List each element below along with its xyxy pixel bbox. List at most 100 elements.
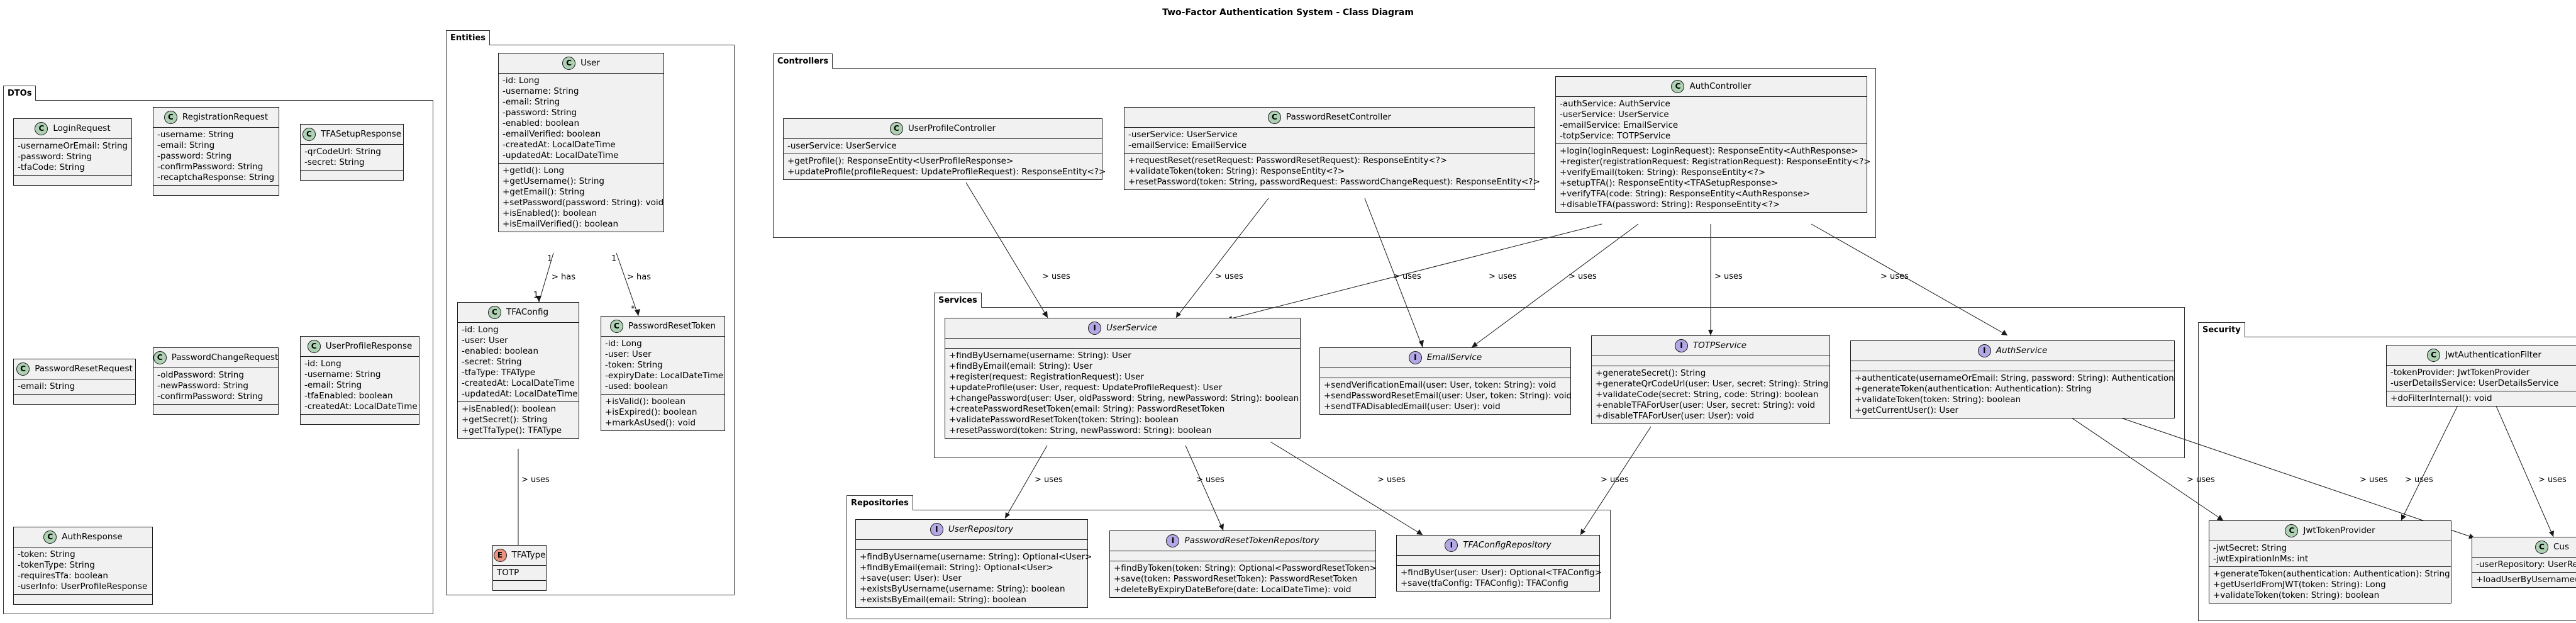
class-name: TFASetupResponse	[320, 129, 402, 139]
dependency-label: > uses	[1196, 475, 1224, 485]
package-label: DTOs	[3, 86, 36, 101]
dependency-label: > uses	[2538, 475, 2567, 485]
class-password-change-request: C PasswordChangeRequest -oldPassword: Str…	[153, 347, 279, 415]
dependency-label: > uses	[1377, 475, 1406, 485]
class-methods: +isEnabled(): boolean+getSecret(): Strin…	[458, 401, 579, 438]
class-header: C PasswordChangeRequest	[153, 348, 278, 368]
class-methods	[301, 170, 403, 180]
dependency-label: > uses	[1215, 272, 1243, 281]
multiplicity-label: 1	[547, 254, 553, 264]
class-name: PasswordResetToken	[628, 321, 716, 331]
class-stereotype-icon: I	[1408, 351, 1422, 364]
class-auth-controller: C AuthController -authService: AuthServic…	[1555, 76, 1871, 213]
class-fields: -jwtSecret: String-jwtExpirationInMs: in…	[2209, 541, 2451, 566]
package-label: Entities	[446, 30, 491, 45]
class-fields	[856, 539, 1087, 549]
class-name: Cus	[2553, 542, 2570, 552]
class-fields: -oldPassword: String-newPassword: String…	[153, 368, 278, 404]
class-stereotype-icon: E	[493, 549, 507, 562]
multiplicity-label: *	[631, 305, 635, 314]
class-stereotype-icon: C	[35, 122, 48, 135]
class-name: UserProfileResponse	[325, 341, 413, 351]
class-fields	[1320, 368, 1570, 378]
class-methods: +doFilterInternal(): void	[2387, 391, 2576, 406]
class-methods	[301, 414, 419, 424]
class-stereotype-icon: C	[1267, 111, 1281, 124]
class-name: RegistrationRequest	[182, 112, 269, 122]
class-name: EmailService	[1426, 352, 1482, 362]
class-methods	[14, 394, 135, 404]
class-header: C TFASetupResponse	[301, 125, 403, 144]
package-services: Services	[934, 293, 2185, 458]
class-stereotype-icon: C	[302, 128, 316, 141]
class-methods: +sendVerificationEmail(user: User, token…	[1320, 378, 1572, 414]
package-label: Repositories	[847, 495, 913, 510]
class-fields: -userService: UserService-emailService: …	[1124, 127, 1535, 153]
class-methods: +findByUsername(username: String): Optio…	[856, 549, 1092, 607]
dependency-label: > uses	[1035, 475, 1063, 485]
class-name: PasswordResetTokenRepository	[1184, 536, 1319, 546]
class-fields	[1592, 356, 1829, 366]
dependency-label: > uses	[1714, 272, 1743, 281]
class-stereotype-icon: C	[487, 306, 501, 319]
dependency-label: > uses	[2405, 475, 2433, 485]
class-fields: -tokenProvider: JwtTokenProvider-userDet…	[2387, 365, 2576, 391]
class-name: AuthController	[1689, 81, 1752, 91]
class-stereotype-icon: C	[1671, 80, 1685, 93]
class-name: AuthResponse	[62, 532, 123, 542]
class-methods: +requestReset(resetRequest: PasswordRese…	[1124, 153, 1540, 189]
class-stereotype-icon: I	[1977, 344, 1991, 357]
class-stereotype-icon: I	[1088, 322, 1102, 335]
class-methods	[14, 594, 152, 604]
package-dtos: DTOs	[3, 86, 433, 614]
class-name: UserRepository	[948, 524, 1014, 534]
package-label: Controllers	[773, 53, 833, 69]
class-methods	[14, 175, 131, 185]
class-fields: -authService: AuthService-userService: U…	[1556, 96, 1867, 143]
class-fields: -id: Long-user: User-token: String-expir…	[601, 336, 724, 394]
association-label: > has	[627, 272, 652, 282]
class-name: LoginRequest	[53, 123, 111, 133]
package-security: Security	[2198, 322, 2576, 621]
class-name: TOTPService	[1692, 340, 1747, 351]
class-fields: -userService: UserService	[784, 138, 1102, 154]
class-methods: +isValid(): boolean+isExpired(): boolean…	[601, 394, 724, 430]
class-stereotype-icon: C	[307, 340, 321, 353]
dependency-label: > uses	[1489, 272, 1517, 281]
class-stereotype-icon: C	[2535, 541, 2548, 554]
class-name: PasswordResetController	[1285, 112, 1392, 122]
package-entities: Entities	[446, 30, 735, 595]
class-tfa-setup-response: C TFASetupResponse -qrCodeUrl: String-sec…	[300, 124, 404, 181]
class-header: C AuthController	[1556, 77, 1867, 96]
class-header: C UserProfileResponse	[301, 337, 419, 356]
class-methods: +loadUserByUsername(	[2472, 572, 2576, 587]
class-stereotype-icon: C	[153, 351, 167, 364]
class-fields	[1397, 555, 1599, 565]
class-name: PasswordChangeRequest	[171, 352, 279, 362]
dependency-label: > uses	[521, 475, 550, 485]
class-stereotype-icon: I	[1166, 534, 1180, 547]
class-fields: -qrCodeUrl: String-secret: String	[301, 144, 403, 170]
class-fields: -id: Long-username: String-email: String…	[499, 73, 663, 163]
class-header: C LoginRequest	[14, 119, 131, 138]
enum-values: TOTP	[493, 565, 546, 580]
dependency-label: > uses	[1601, 475, 1629, 485]
class-methods	[153, 404, 278, 414]
